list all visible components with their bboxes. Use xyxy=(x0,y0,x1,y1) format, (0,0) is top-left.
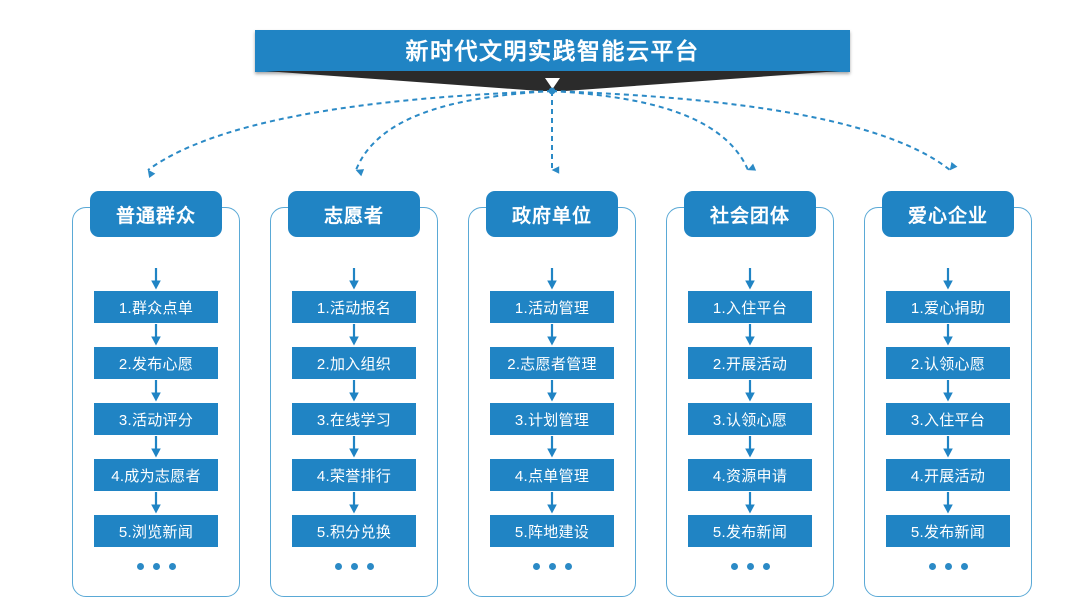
flow-arrow-icon xyxy=(943,268,953,290)
flow-arrow-icon xyxy=(151,492,161,514)
dot xyxy=(350,563,358,570)
column-general-public: 普通群众 1.群众点单 2.发布心愿 3.活动评分 4.成为志愿者 5.浏览新闻 xyxy=(72,191,240,597)
flow-arrow-icon xyxy=(943,492,953,514)
flow-step[interactable]: 3.活动评分 xyxy=(94,403,218,435)
flow-arrow-icon xyxy=(151,380,161,402)
flow-arrow-icon xyxy=(547,436,557,458)
flow-arrow-icon xyxy=(745,268,755,290)
column-item-list: 1.群众点单 2.发布心愿 3.活动评分 4.成为志愿者 5.浏览新闻 xyxy=(72,267,240,570)
flow-arrow-icon xyxy=(547,380,557,402)
flow-arrow-icon xyxy=(349,324,359,346)
dot xyxy=(334,563,342,570)
flow-arrow-icon xyxy=(151,436,161,458)
dot xyxy=(564,563,572,570)
flow-step[interactable]: 1.活动报名 xyxy=(292,291,416,323)
flow-step[interactable]: 2.加入组织 xyxy=(292,347,416,379)
flow-arrow-icon xyxy=(547,492,557,514)
chevron-down-icon xyxy=(545,78,560,89)
column-header-charitable-enterprise[interactable]: 爱心企业 xyxy=(882,191,1014,237)
dot xyxy=(762,563,770,570)
flow-step[interactable]: 3.在线学习 xyxy=(292,403,416,435)
flow-step[interactable]: 5.积分兑换 xyxy=(292,515,416,547)
page-title: 新时代文明实践智能云平台 xyxy=(405,37,700,64)
flow-arrow-icon xyxy=(547,324,557,346)
column-header-general-public[interactable]: 普通群众 xyxy=(90,191,222,237)
column-item-list: 1.入住平台 2.开展活动 3.认领心愿 4.资源申请 5.发布新闻 xyxy=(666,267,834,570)
flow-step[interactable]: 4.成为志愿者 xyxy=(94,459,218,491)
flow-step[interactable]: 2.开展活动 xyxy=(688,347,812,379)
dot xyxy=(928,563,936,570)
dot xyxy=(152,563,160,570)
column-item-list: 1.活动管理 2.志愿者管理 3.计划管理 4.点单管理 5.阵地建设 xyxy=(468,267,636,570)
flow-step[interactable]: 1.入住平台 xyxy=(688,291,812,323)
flow-arrow-icon xyxy=(151,268,161,290)
dot xyxy=(960,563,968,570)
more-items-ellipsis xyxy=(532,563,572,570)
dot xyxy=(548,563,556,570)
flow-arrow-icon xyxy=(349,268,359,290)
flow-step[interactable]: 4.荣誉排行 xyxy=(292,459,416,491)
more-items-ellipsis xyxy=(334,563,374,570)
column-government-unit: 政府单位 1.活动管理 2.志愿者管理 3.计划管理 4.点单管理 5.阵地建设 xyxy=(468,191,636,597)
flow-arrow-icon xyxy=(943,380,953,402)
dot xyxy=(746,563,754,570)
platform-title-banner: 新时代文明实践智能云平台 xyxy=(255,30,850,72)
flow-arrow-icon xyxy=(349,380,359,402)
flow-arrow-icon xyxy=(349,436,359,458)
column-charitable-enterprise: 爱心企业 1.爱心捐助 2.认领心愿 3.入住平台 4.开展活动 5.发布新闻 xyxy=(864,191,1032,597)
flow-step[interactable]: 3.认领心愿 xyxy=(688,403,812,435)
flow-step[interactable]: 2.认领心愿 xyxy=(886,347,1010,379)
flow-step[interactable]: 4.资源申请 xyxy=(688,459,812,491)
dot xyxy=(532,563,540,570)
flow-arrow-icon xyxy=(547,268,557,290)
flow-arrow-icon xyxy=(349,492,359,514)
column-volunteer: 志愿者 1.活动报名 2.加入组织 3.在线学习 4.荣誉排行 5.积分兑换 xyxy=(270,191,438,597)
flow-step[interactable]: 5.阵地建设 xyxy=(490,515,614,547)
flow-step[interactable]: 1.爱心捐助 xyxy=(886,291,1010,323)
flow-step[interactable]: 4.开展活动 xyxy=(886,459,1010,491)
title-ribbon xyxy=(265,71,840,93)
column-header-government-unit[interactable]: 政府单位 xyxy=(486,191,618,237)
dot xyxy=(136,563,144,570)
column-header-social-group[interactable]: 社会团体 xyxy=(684,191,816,237)
flow-step[interactable]: 1.群众点单 xyxy=(94,291,218,323)
platform-title-bar: 新时代文明实践智能云平台 xyxy=(255,30,850,72)
flow-step[interactable]: 4.点单管理 xyxy=(490,459,614,491)
dot xyxy=(168,563,176,570)
flow-arrow-icon xyxy=(943,324,953,346)
column-item-list: 1.爱心捐助 2.认领心愿 3.入住平台 4.开展活动 5.发布新闻 xyxy=(864,267,1032,570)
flow-step[interactable]: 5.浏览新闻 xyxy=(94,515,218,547)
flow-arrow-icon xyxy=(943,436,953,458)
flow-step[interactable]: 2.发布心愿 xyxy=(94,347,218,379)
flow-arrow-icon xyxy=(151,324,161,346)
column-social-group: 社会团体 1.入住平台 2.开展活动 3.认领心愿 4.资源申请 5.发布新闻 xyxy=(666,191,834,597)
dot xyxy=(366,563,374,570)
more-items-ellipsis xyxy=(136,563,176,570)
more-items-ellipsis xyxy=(730,563,770,570)
flow-step[interactable]: 1.活动管理 xyxy=(490,291,614,323)
flow-arrow-icon xyxy=(745,436,755,458)
flow-arrow-icon xyxy=(745,324,755,346)
dot xyxy=(944,563,952,570)
flow-step[interactable]: 3.计划管理 xyxy=(490,403,614,435)
flow-step[interactable]: 2.志愿者管理 xyxy=(490,347,614,379)
connector-hub xyxy=(548,87,556,95)
flow-step[interactable]: 5.发布新闻 xyxy=(688,515,812,547)
flow-step[interactable]: 3.入住平台 xyxy=(886,403,1010,435)
flow-arrow-icon xyxy=(745,380,755,402)
column-header-volunteer[interactable]: 志愿者 xyxy=(288,191,420,237)
flow-step[interactable]: 5.发布新闻 xyxy=(886,515,1010,547)
dot xyxy=(730,563,738,570)
column-item-list: 1.活动报名 2.加入组织 3.在线学习 4.荣誉排行 5.积分兑换 xyxy=(270,267,438,570)
more-items-ellipsis xyxy=(928,563,968,570)
flow-arrow-icon xyxy=(745,492,755,514)
